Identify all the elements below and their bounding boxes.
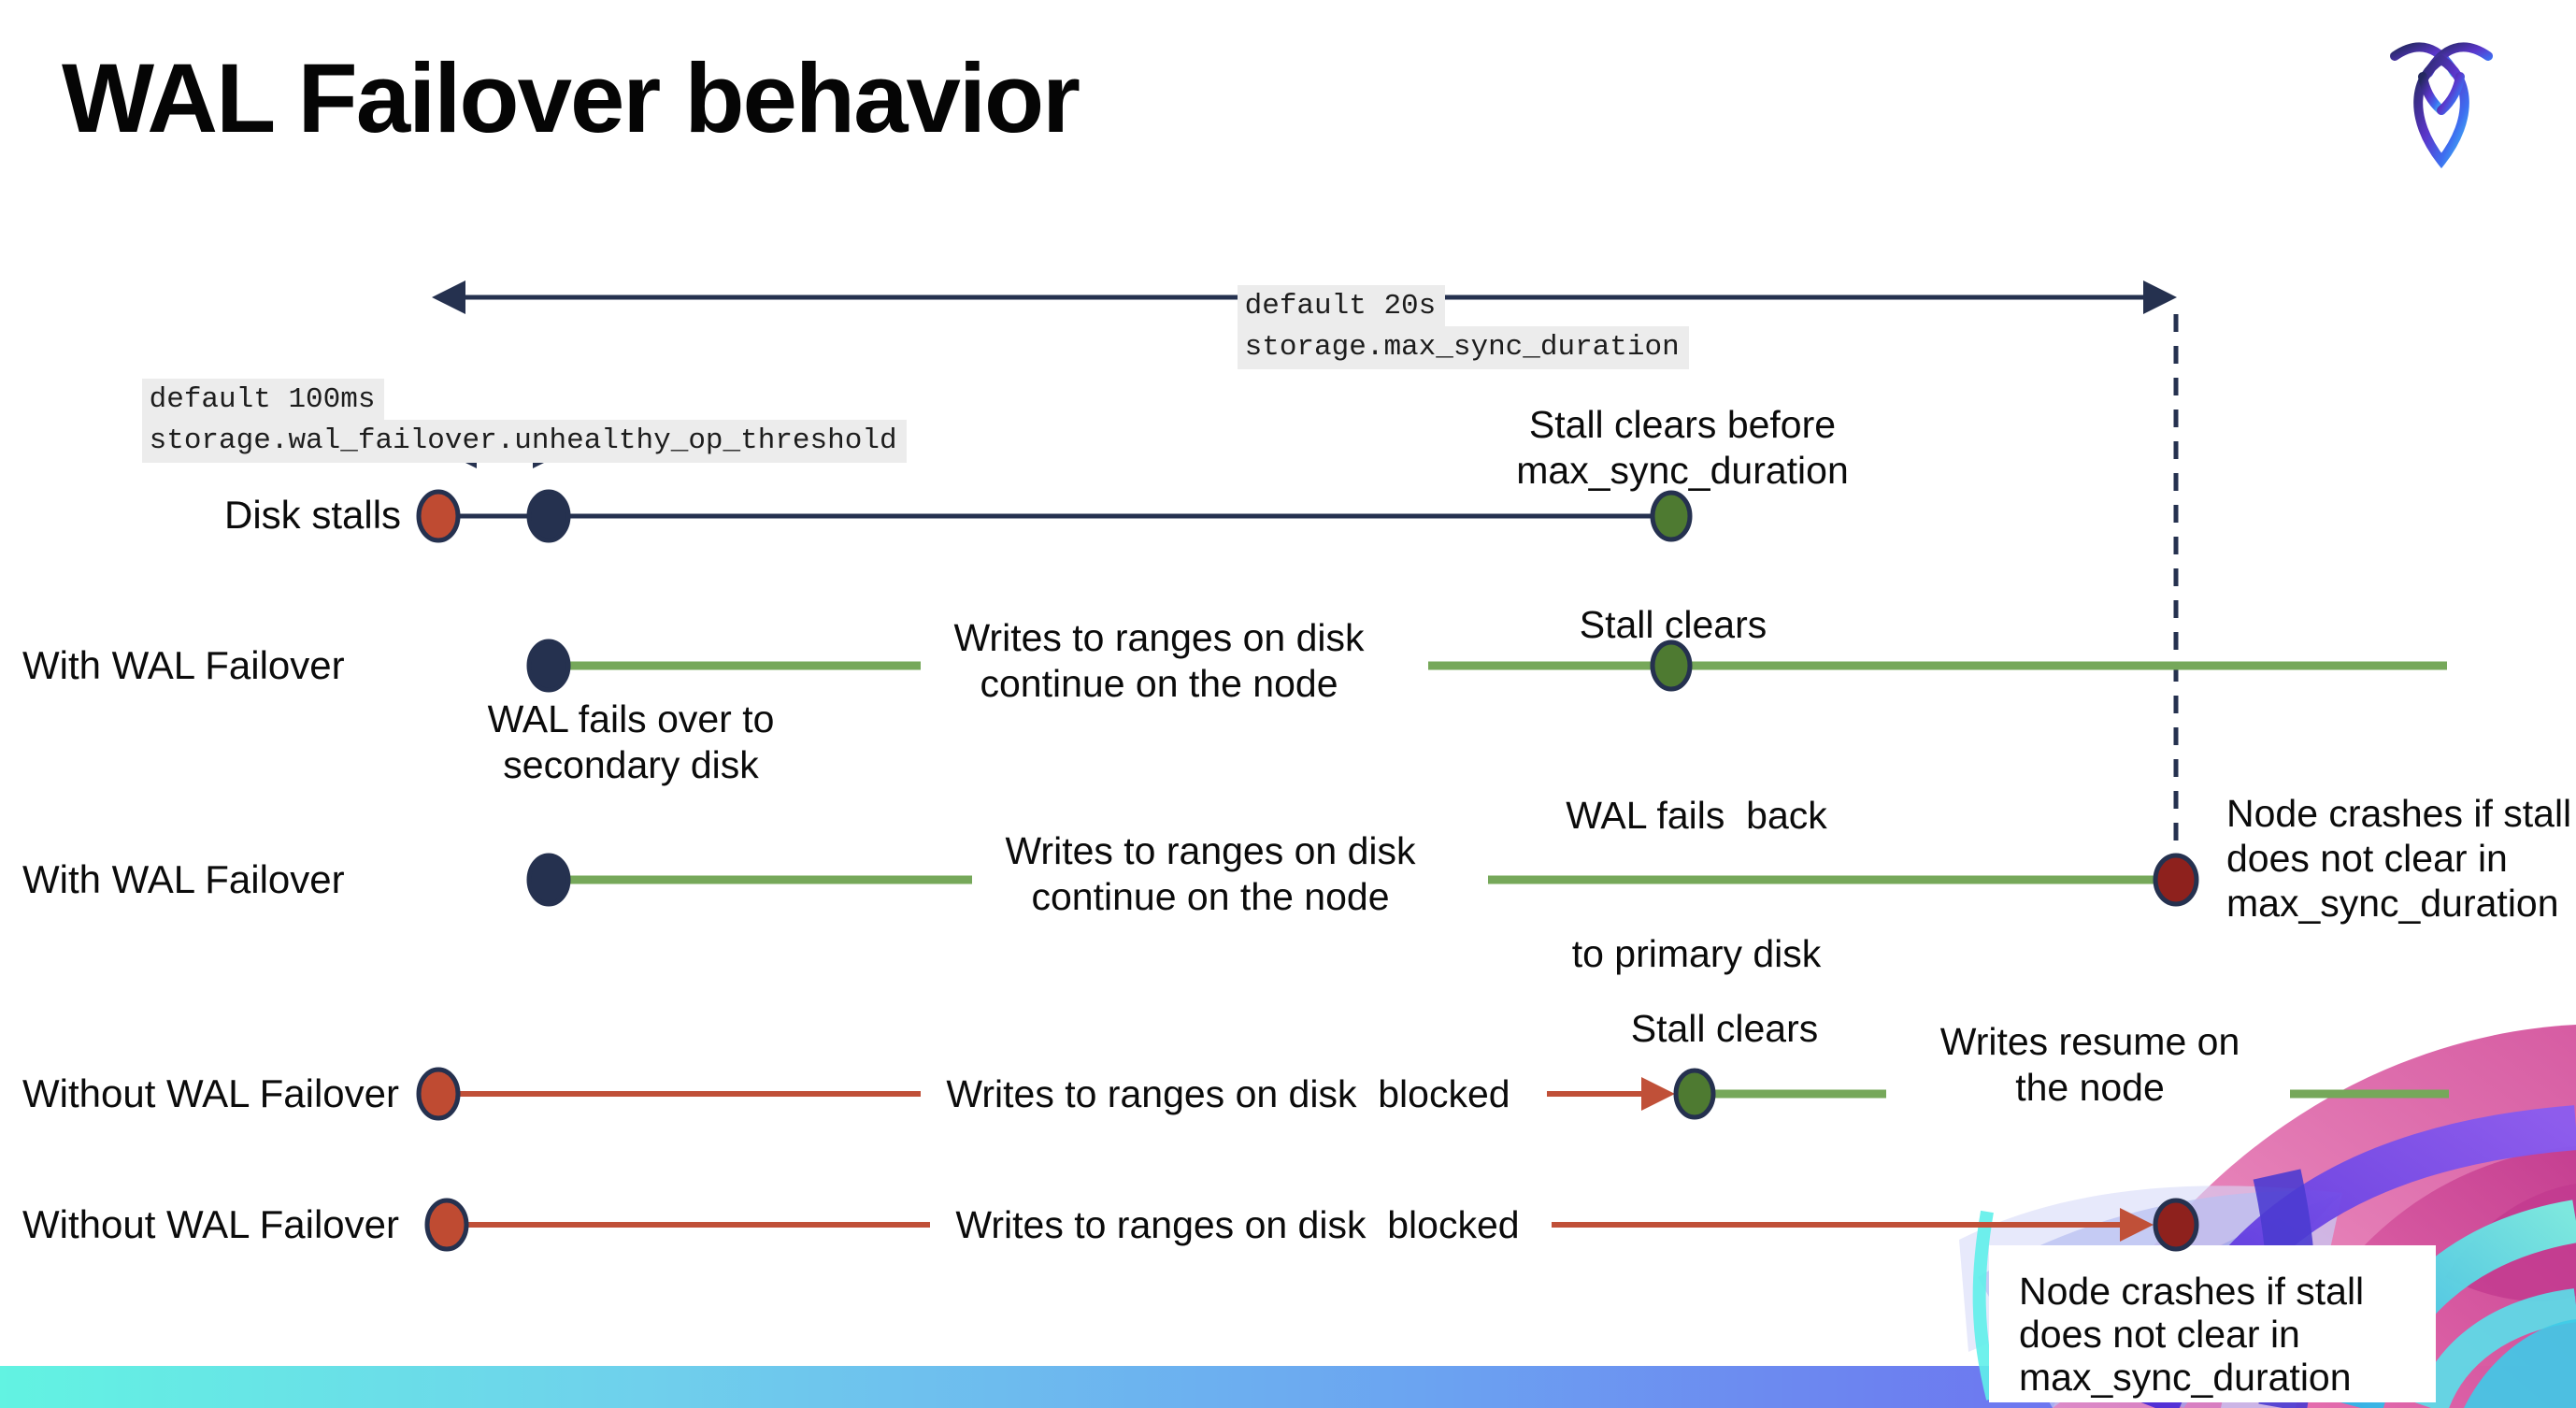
row-label-with-wal-failover-1: With WAL Failover [22, 643, 345, 687]
artwork-turquoise-corner [2464, 1319, 2576, 1408]
cockroachdb-logo-icon [2390, 42, 2493, 169]
stall-clears-before-line1: Stall clears before [1528, 403, 1837, 446]
crash-note-line2: does not clear in [2019, 1313, 2300, 1356]
crash-note-line3: max_sync_duration [2019, 1356, 2352, 1399]
annotation-without1-stall-clears: Stall clears [1630, 1007, 1819, 1050]
row-label-without-wal-failover-1: Without WAL Failover [22, 1071, 399, 1115]
artwork-cyan-curl [1972, 1210, 1999, 1401]
row-label-disk-stalls: Disk stalls [224, 493, 402, 537]
with2-crash-line3: max_sync_duration [2226, 882, 2559, 925]
with2-crash-line1: Node crashes if stall [2226, 792, 2572, 835]
with1-writes-line2: continue on the node [980, 662, 1338, 706]
annotation-without1-writes: Writes to ranges on disk blocked [946, 1072, 1510, 1115]
with2-writes-line2: continue on the node [1031, 875, 1390, 919]
artwork-cyan-curve-2 [2414, 1288, 2576, 1408]
crash-note-text: Node crashes if stall does not clear in … [1989, 1245, 2436, 1399]
threshold-setting-text: storage.wal_failover.unhealthy_op_thresh… [141, 420, 907, 463]
threshold-default-label: default 100ms [37, 346, 385, 454]
writes-resume-line1: Writes resume on [1939, 1020, 2240, 1063]
annotation-with1-stall-clears: Stall clears [1579, 603, 1767, 646]
logo-branch-right [2437, 72, 2465, 115]
threshold-setting-label: storage.wal_failover.unhealthy_op_thresh… [37, 387, 907, 496]
crash-note-box: Node crashes if stall does not clear in … [1989, 1245, 2436, 1402]
with2-crash-line2: does not clear in [2226, 837, 2508, 880]
wal-fails-over-line1: WAL fails over to [487, 697, 775, 740]
wal-fails-back-line1: WAL fails back [1566, 794, 1827, 838]
crash-note-line1: Node crashes if stall [2019, 1270, 2365, 1313]
max-sync-setting-text: storage.max_sync_duration [1237, 326, 1689, 369]
annotation-without2-writes: Writes to ranges on disk blocked [955, 1203, 1520, 1246]
row-label-without-wal-failover-2: Without WAL Failover [22, 1202, 399, 1246]
row-label-with-wal-failover-2: With WAL Failover [22, 857, 345, 901]
annotation-wal-fails-over: WAL fails over to secondary disk [425, 697, 837, 788]
annotation-with2-writes: Writes to ranges on disk continue on the… [986, 828, 1435, 920]
annotation-with2-crash: Node crashes if stall does not clear in … [2226, 791, 2576, 926]
annotation-wal-fails-back: WAL fails back to primary disk [1491, 701, 1902, 1070]
wal-fails-back-line2: to primary disk [1571, 931, 1822, 975]
logo-branch-left [2418, 72, 2446, 115]
page-title: WAL Failover behavior [62, 44, 1080, 153]
stall-clears-before-line2: max_sync_duration [1516, 449, 1849, 493]
annotation-with1-writes: Writes to ranges on disk continue on the… [925, 615, 1393, 707]
threshold-default-text: default 100ms [141, 379, 385, 422]
with2-writes-line1: Writes to ranges on disk [1005, 829, 1416, 872]
annotation-stall-clears-before: Stall clears before max_sync_duration [1453, 402, 1911, 494]
max-sync-setting-label: storage.max_sync_duration [1133, 294, 1689, 402]
writes-resume-line2: the node [2015, 1066, 2165, 1110]
wal-fails-over-line2: secondary disk [503, 743, 759, 787]
annotation-writes-resume: Writes resume on the node [1922, 1019, 2258, 1111]
with1-writes-line1: Writes to ranges on disk [953, 616, 1365, 659]
